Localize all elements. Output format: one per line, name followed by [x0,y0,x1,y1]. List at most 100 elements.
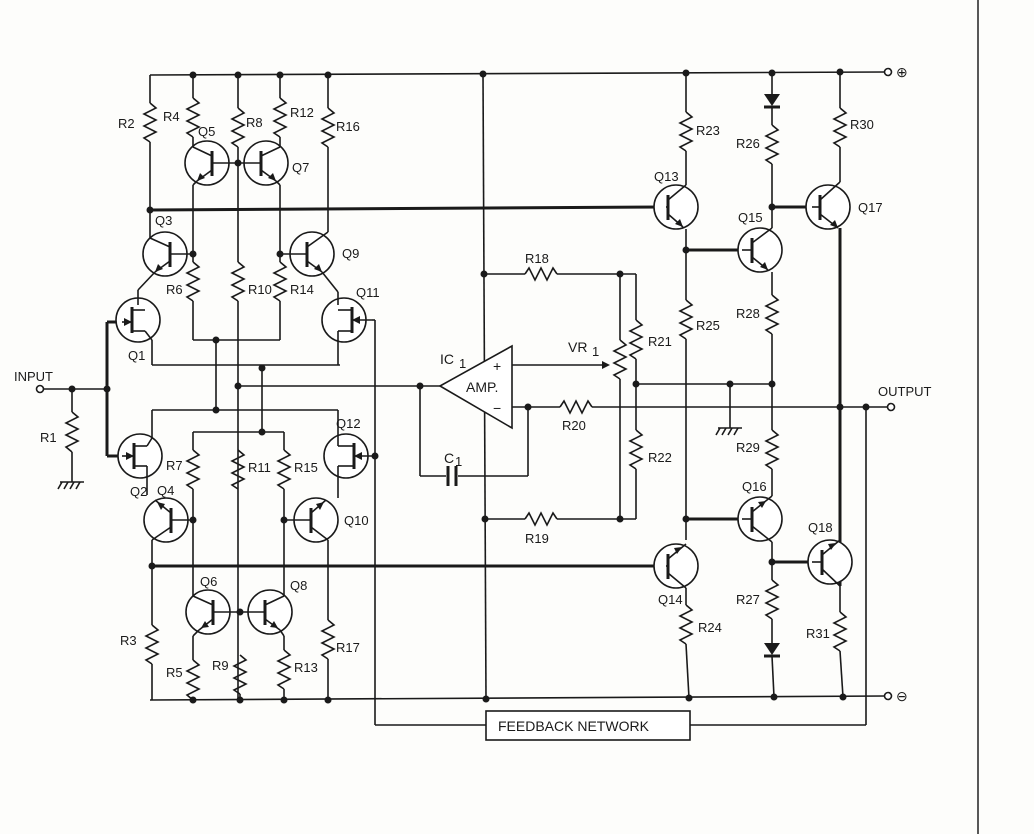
c1-capacitor [446,466,458,486]
r9-label: R9 [212,658,229,673]
r8-label: R8 [246,115,263,130]
r23-label: R23 [696,123,720,138]
q10-label: Q10 [344,513,369,528]
q9-label: Q9 [342,246,359,261]
q2-fet [117,410,163,495]
r24-column [678,604,694,699]
q4-transistor [143,497,193,566]
negative-rail [149,691,893,701]
r13-label: R13 [294,660,318,675]
r19-label: R19 [525,531,549,546]
r14-column [272,261,288,340]
feedback-network-box [485,710,691,741]
q12-label: Q12 [336,416,361,431]
ic-label: IC [440,351,454,367]
ic-sub-label: 1 [459,356,466,371]
r29-column [764,429,780,496]
vr1-sub-label: 1 [592,344,599,359]
opamp-plus-label: + [493,358,501,374]
q9-base-dot [276,250,284,258]
r23-column [678,73,694,185]
r4-label: R4 [163,109,180,124]
q5-transistor [184,140,238,262]
q3-base-dot [189,250,197,258]
r6-label: R6 [166,282,183,297]
r28-label: R28 [736,306,760,321]
r30-label: R30 [850,117,874,132]
input-label: INPUT [14,369,53,384]
q8-label: Q8 [290,578,307,593]
r17-label: R17 [336,640,360,655]
r2-label: R2 [118,116,135,131]
r10-label: R10 [248,282,272,297]
q9-transistor [280,231,339,293]
q3-label: Q3 [155,213,172,228]
q10-transistor [284,497,339,620]
negative-terminal-label: ⊖ [896,688,908,704]
r9-column [232,654,248,700]
q12-gate-dot [371,452,379,460]
q15-transistor [737,227,783,295]
r31-column [832,611,848,698]
r12-label: R12 [290,105,314,120]
r11-column [230,449,246,490]
r12-column [272,75,288,148]
q13-transistor [653,184,699,300]
r21-label: R21 [648,334,672,349]
r15-label: R15 [294,460,318,475]
r20-label: R20 [562,418,586,433]
q15-label: Q15 [738,210,763,225]
rail-junction-dots [189,68,847,704]
q14-transistor [653,543,699,605]
r11-label: R11 [248,460,271,475]
r25-column [678,299,694,540]
r14-label: R14 [290,282,314,297]
q6-label: Q6 [200,574,217,589]
r29-label: R29 [736,440,760,455]
vr1-potentiometer [612,274,628,519]
r30-column [832,72,848,182]
output-node-1 [836,403,844,411]
r10-column [230,261,246,700]
feedback-network-label: FEEDBACK NETWORK [498,718,650,734]
q11-label: Q11 [356,285,380,300]
r26-label: R26 [736,136,760,151]
q1-fet [115,290,340,366]
r15-column [276,432,292,600]
q18-transistor [807,539,853,612]
r18-label: R18 [525,251,549,266]
r26-column [764,124,780,228]
r22-column [628,429,644,519]
r25-label: R25 [696,318,720,333]
q14-label: Q14 [658,592,683,607]
mid-node-bottom [212,406,220,414]
r3-column [144,562,160,700]
r28-column [764,294,780,430]
bottom-diode [764,643,780,698]
r7-label: R7 [166,458,183,473]
q6-transistor [185,589,240,660]
positive-rail [149,67,893,77]
r27-label: R27 [736,592,760,607]
r16-label: R16 [336,119,360,134]
r7-column [185,432,201,600]
q7-label: Q7 [292,160,309,175]
r27-column [764,579,780,643]
upper-bias-line [149,205,667,212]
q8-transistor [240,589,293,650]
q18-label: Q18 [808,520,833,535]
lower-link-node [258,428,266,436]
r16-column [320,75,336,232]
q4-label: Q4 [157,483,174,498]
positive-terminal-label: ⊕ [896,64,908,80]
r8-column [230,75,246,262]
vr1-label: VR [568,339,587,355]
q17-label: Q17 [858,200,883,215]
output-label: OUTPUT [878,384,932,399]
r5-column [185,659,201,701]
q16-transistor [737,495,783,580]
amp-label: AMP. [466,379,498,395]
q7-transistor [238,140,289,262]
r1-label: R1 [40,430,57,445]
